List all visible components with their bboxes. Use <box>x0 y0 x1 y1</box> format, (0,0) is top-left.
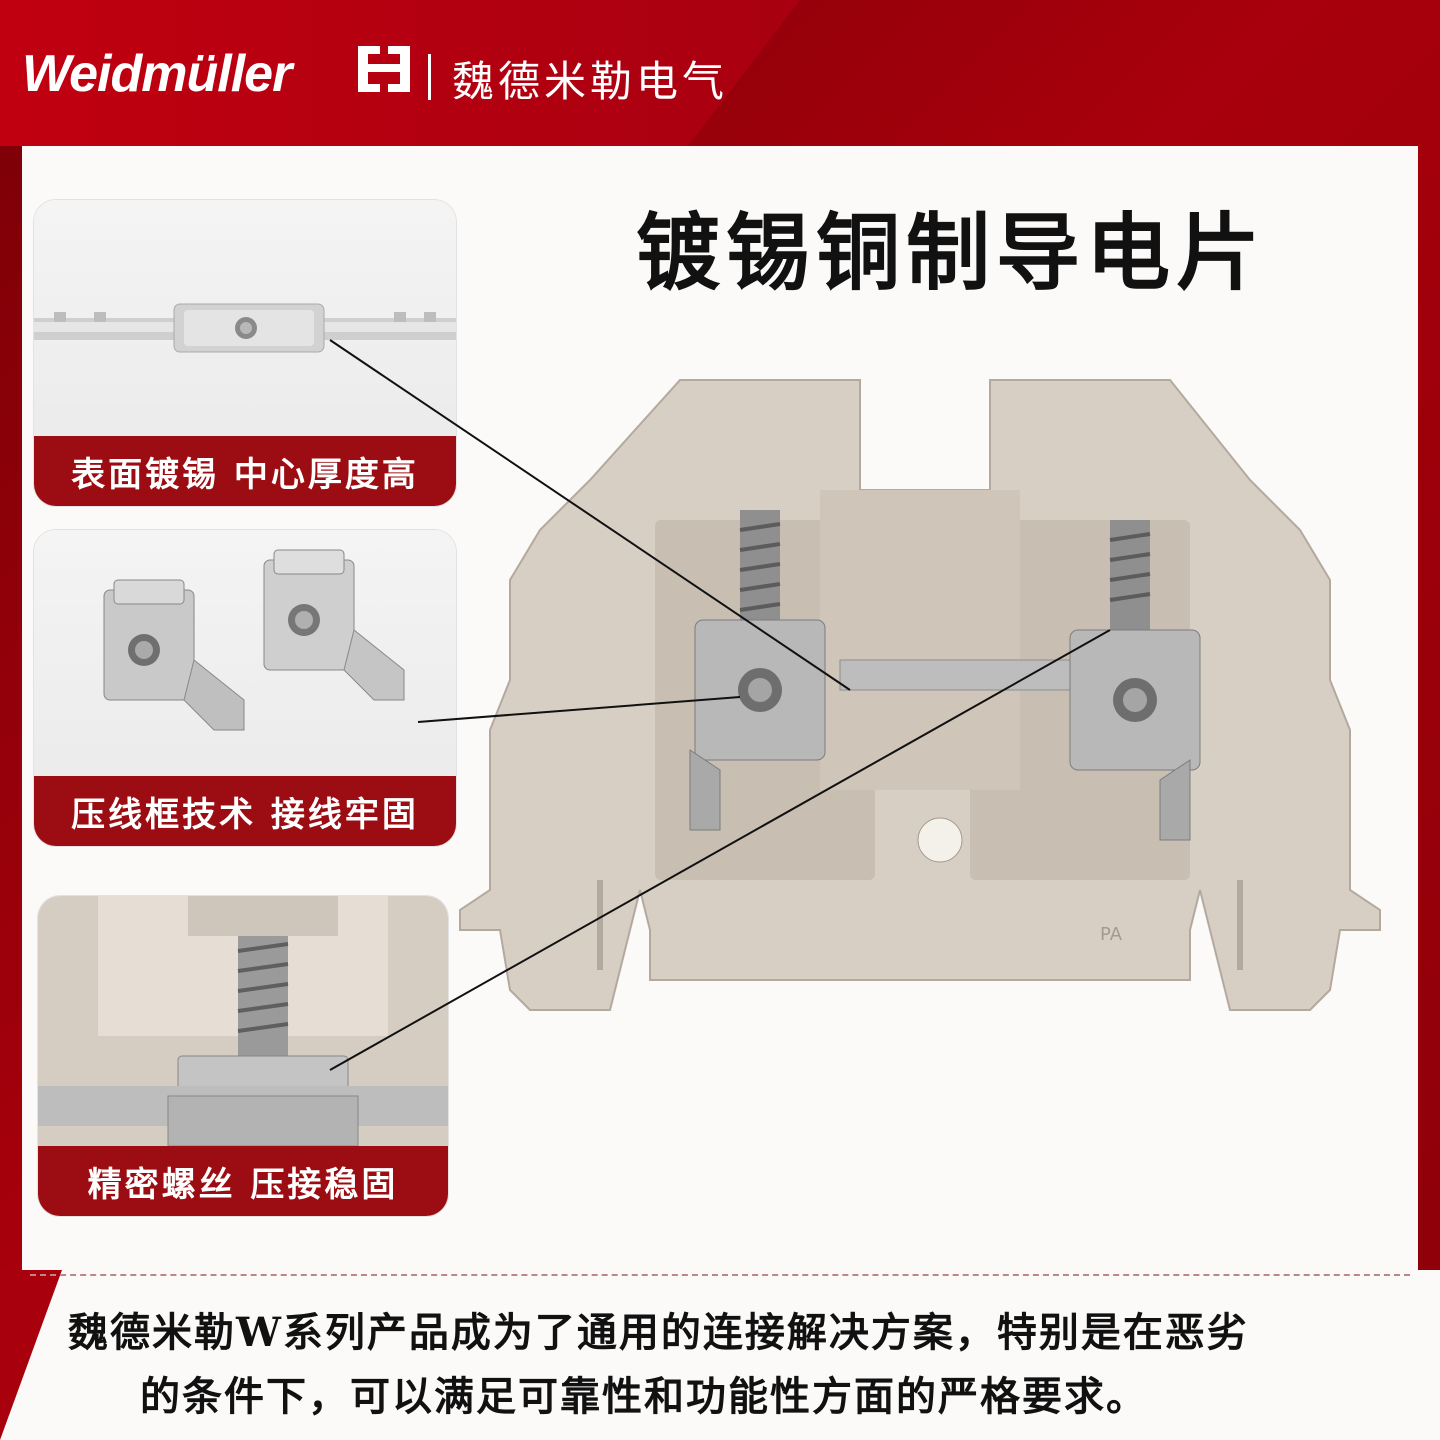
footer-line-2: 的条件下，可以满足可靠性和功能性方面的严格要求。 <box>140 1373 1148 1420</box>
feature-caption: 精密螺丝 压接稳固 <box>38 1146 448 1216</box>
brand-name-cn: 魏德米勒电气 <box>452 57 729 106</box>
footer-area <box>0 1270 1440 1440</box>
terminal-block-image: PA <box>459 379 1381 1011</box>
footer-divider <box>30 1274 1410 1276</box>
tinned-strip-image <box>34 303 456 353</box>
page-title: 镀锡铜制导电片 <box>636 203 1267 302</box>
housing-marking: PA <box>1100 924 1123 945</box>
feature-caption: 压线框技术 接线牢固 <box>34 776 456 846</box>
clamp-cage-image <box>103 549 405 731</box>
footer-line-1: 魏德米勒W系列产品成为了通用的连接解决方案，特别是在恶劣 <box>68 1309 1249 1356</box>
screw-closeup-image <box>38 896 448 1147</box>
brand-logo: Weidmüller <box>22 45 292 103</box>
feature-card-clamp: 压线框技术 接线牢固 <box>34 530 456 846</box>
brand-separator <box>428 54 431 100</box>
brand-mark-icon <box>358 46 410 92</box>
feature-caption: 表面镀锡 中心厚度高 <box>34 436 456 506</box>
feature-card-strip: 表面镀锡 中心厚度高 <box>34 200 456 506</box>
feature-card-screw: 精密螺丝 压接稳固 <box>38 896 448 1216</box>
